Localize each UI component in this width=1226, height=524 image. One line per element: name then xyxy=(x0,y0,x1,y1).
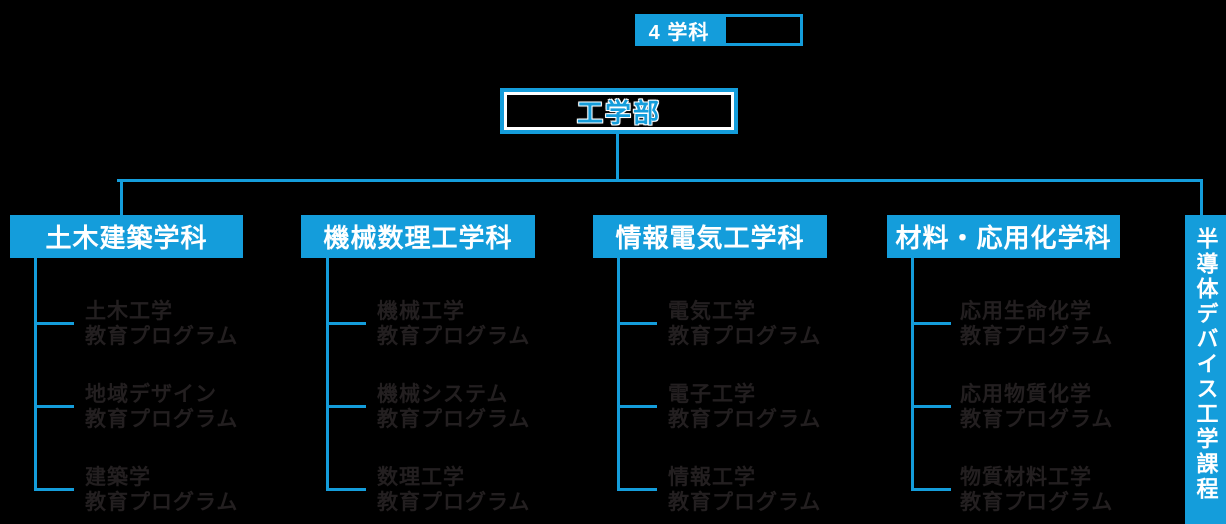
connector-tick xyxy=(326,322,366,325)
program-item: 地域デザイン 教育プログラム xyxy=(85,382,238,432)
count-label-empty-box xyxy=(723,14,803,46)
program-name: 建築学 xyxy=(85,466,151,489)
program-suffix: 教育プログラム xyxy=(85,408,239,431)
connector-tick xyxy=(617,488,657,491)
department-count-text: 4 学科 xyxy=(635,14,723,46)
department-box-materials: 材料・応用化学科 xyxy=(887,215,1120,258)
program-name: 土木工学 xyxy=(85,300,173,323)
program-item: 応用物質化学 教育プログラム xyxy=(960,382,1113,432)
program-name: 機械工学 xyxy=(377,300,465,323)
program-item: 土木工学 教育プログラム xyxy=(85,299,238,349)
program-item: 電気工学 教育プログラム xyxy=(668,299,821,349)
connector-tick xyxy=(911,488,951,491)
program-suffix: 教育プログラム xyxy=(960,408,1114,431)
program-name: 物質材料工学 xyxy=(960,466,1092,489)
program-suffix: 教育プログラム xyxy=(668,408,822,431)
connector-tick xyxy=(911,322,951,325)
program-item: 数理工学 教育プログラム xyxy=(377,465,530,515)
program-name: 機械システム xyxy=(377,383,509,406)
program-suffix: 教育プログラム xyxy=(668,325,822,348)
connector-dept2-stem xyxy=(326,258,329,491)
department-label: 機械数理工学科 xyxy=(323,223,513,253)
connector-dept3-stem xyxy=(617,258,620,491)
connector-tick xyxy=(326,405,366,408)
department-box-mechanical: 機械数理工学科 xyxy=(301,215,535,258)
program-name: 電気工学 xyxy=(668,300,756,323)
connector-trunk xyxy=(117,179,1203,182)
course-box-semiconductor: 半導体デバイス工学課程 xyxy=(1185,215,1226,524)
faculty-label: 工学部 xyxy=(576,97,661,128)
program-suffix: 教育プログラム xyxy=(668,491,822,514)
connector-drop-right xyxy=(1200,182,1203,217)
program-suffix: 教育プログラム xyxy=(85,491,239,514)
program-name: 情報工学 xyxy=(668,466,756,489)
program-item: 情報工学 教育プログラム xyxy=(668,465,821,515)
connector-drop-left xyxy=(120,182,123,217)
program-suffix: 教育プログラム xyxy=(377,491,531,514)
program-suffix: 教育プログラム xyxy=(377,408,531,431)
connector-dept1-stem xyxy=(34,258,37,491)
program-suffix: 教育プログラム xyxy=(85,325,239,348)
connector-dept4-stem xyxy=(911,258,914,491)
faculty-box: 工学部 xyxy=(500,88,738,134)
department-label: 情報電気工学科 xyxy=(615,223,805,253)
program-item: 機械工学 教育プログラム xyxy=(377,299,530,349)
department-label: 土木建築学科 xyxy=(45,223,208,253)
program-name: 電子工学 xyxy=(668,383,756,406)
connector-tick xyxy=(911,405,951,408)
course-label: 半導体デバイス工学課程 xyxy=(1193,227,1219,502)
program-name: 数理工学 xyxy=(377,466,465,489)
program-item: 機械システム 教育プログラム xyxy=(377,382,530,432)
connector-tick xyxy=(617,322,657,325)
connector-root-stem xyxy=(616,134,619,180)
department-box-information: 情報電気工学科 xyxy=(593,215,827,258)
program-suffix: 教育プログラム xyxy=(960,325,1114,348)
program-suffix: 教育プログラム xyxy=(377,325,531,348)
program-item: 建築学 教育プログラム xyxy=(85,465,238,515)
department-label: 材料・応用化学科 xyxy=(895,223,1112,253)
program-item: 物質材料工学 教育プログラム xyxy=(960,465,1113,515)
program-name: 応用生命化学 xyxy=(960,300,1092,323)
program-item: 応用生命化学 教育プログラム xyxy=(960,299,1113,349)
program-name: 応用物質化学 xyxy=(960,383,1092,406)
connector-tick xyxy=(34,405,74,408)
program-suffix: 教育プログラム xyxy=(960,491,1114,514)
program-name: 地域デザイン xyxy=(85,383,217,406)
connector-tick xyxy=(34,488,74,491)
department-count-label: 4 学科 xyxy=(635,14,803,46)
connector-tick xyxy=(617,405,657,408)
connector-tick xyxy=(326,488,366,491)
department-box-civil: 土木建築学科 xyxy=(10,215,243,258)
connector-tick xyxy=(34,322,74,325)
program-item: 電子工学 教育プログラム xyxy=(668,382,821,432)
